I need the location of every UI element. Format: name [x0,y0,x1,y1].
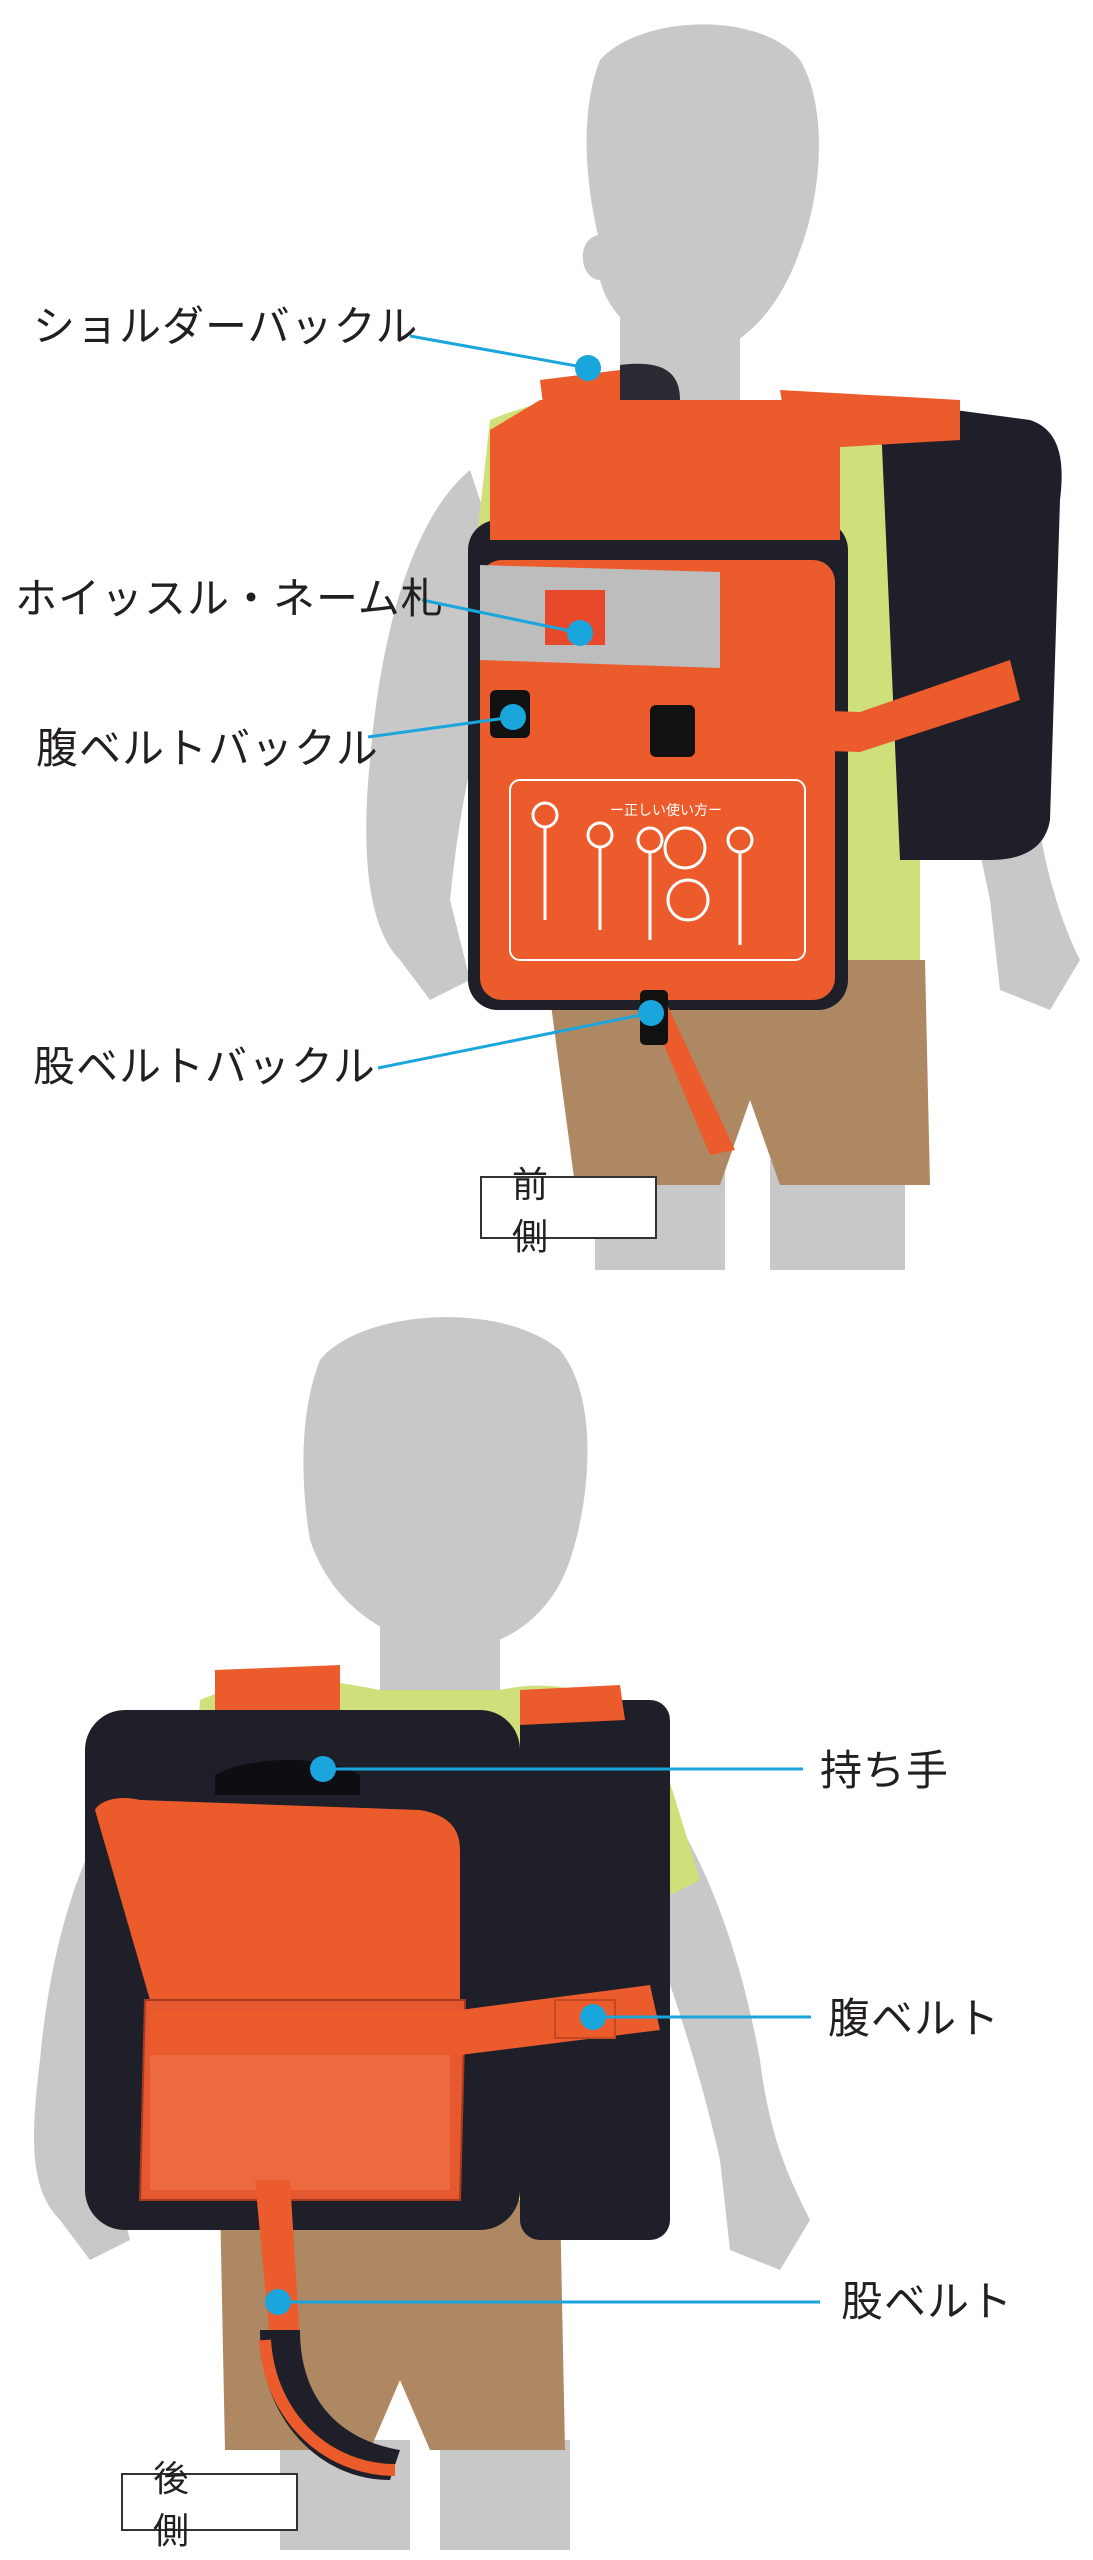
label-whistle-nametag: ホイッスル・ネーム札 [15,574,444,623]
label-crotch-belt-buckle: 股ベルトバックル [33,1042,376,1091]
back-view-caption: 後 側 [121,2459,298,2552]
front-view-caption: 前 側 [480,1165,657,1258]
instruction-panel-title: ー正しい使い方ー [610,802,722,819]
label-shoulder-buckle: ショルダーバックル [33,302,419,351]
label-belly-belt-buckle: 腹ベルトバックル [36,724,379,773]
label-belly-belt: 腹ベルト [828,1994,1001,2043]
label-crotch-belt: 股ベルト [841,2277,1014,2326]
callout-lines [265,334,820,2315]
front-figure: ー正しい使い方ー [366,24,1080,1270]
label-handle: 持ち手 [820,1746,950,1795]
back-figure [34,1317,810,2550]
